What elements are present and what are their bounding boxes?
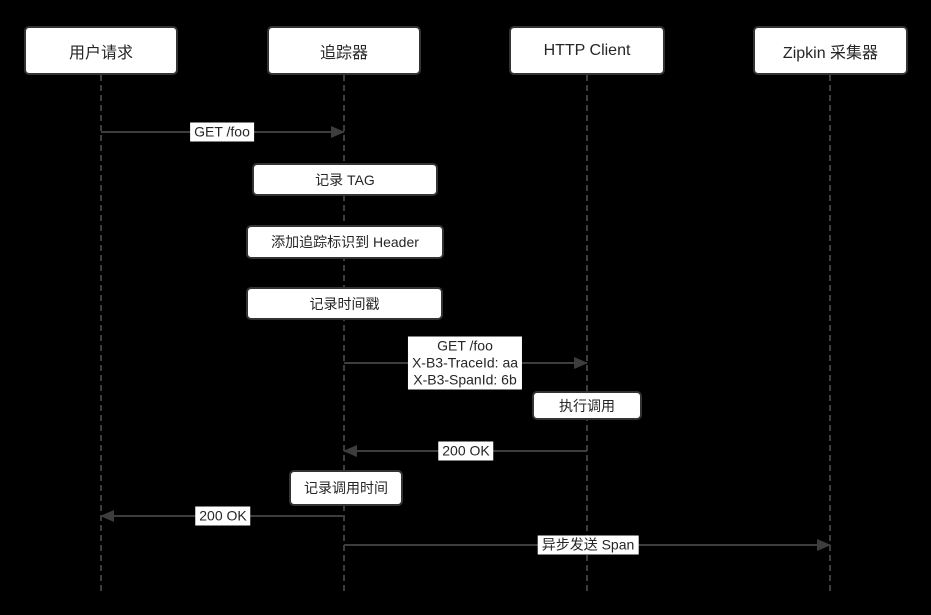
message-line-span-id: X-B3-SpanId: 6b bbox=[413, 371, 517, 388]
message-line-trace-id: X-B3-TraceId: aa bbox=[411, 354, 519, 371]
lifeline-tracer bbox=[343, 75, 345, 592]
actor-label-tracer: 追踪器 bbox=[319, 44, 368, 62]
message-line-get-foo: GET /foo bbox=[437, 337, 493, 354]
lifeline-http-client bbox=[586, 75, 588, 592]
action-box-add-trace-header: 添加追踪标识到 Header bbox=[246, 225, 444, 259]
arrowhead-right-icon bbox=[331, 126, 345, 138]
action-label-add-trace-header: 添加追踪标识到 Header bbox=[271, 234, 419, 250]
message-label-200-ok-user: 200 OK bbox=[195, 506, 251, 526]
actor-box-zipkin-collector: Zipkin 采集器 bbox=[753, 26, 908, 75]
arrowhead-right-icon bbox=[817, 539, 831, 551]
actor-box-http-client: HTTP Client bbox=[509, 26, 665, 75]
action-box-execute-call: 执行调用 bbox=[532, 391, 642, 420]
actor-label-http-client: HTTP Client bbox=[543, 41, 631, 59]
actor-label-zipkin-collector: Zipkin 采集器 bbox=[782, 44, 879, 62]
lifeline-zipkin-collector bbox=[829, 75, 831, 592]
action-label-record-call-time: 记录调用时间 bbox=[304, 480, 388, 496]
action-box-record-call-time: 记录调用时间 bbox=[289, 470, 403, 506]
actor-box-tracer: 追踪器 bbox=[267, 26, 421, 75]
action-label-record-timestamp: 记录时间戳 bbox=[309, 295, 380, 312]
message-label-get-foo-b3: GET /foo X-B3-TraceId: aa X-B3-SpanId: 6… bbox=[407, 336, 523, 390]
message-label-get-foo: GET /foo bbox=[190, 122, 254, 142]
arrowhead-left-icon bbox=[343, 445, 357, 457]
action-box-record-tag: 记录 TAG bbox=[252, 163, 438, 196]
action-label-execute-call: 执行调用 bbox=[559, 397, 615, 414]
actor-label-user-request: 用户请求 bbox=[68, 44, 133, 62]
message-label-async-send-span: 异步发送 Span bbox=[537, 535, 639, 555]
message-label-200-ok-client: 200 OK bbox=[438, 441, 494, 461]
arrowhead-right-icon bbox=[574, 357, 588, 369]
arrowhead-left-icon bbox=[100, 510, 114, 522]
action-box-record-timestamp: 记录时间戳 bbox=[246, 287, 443, 320]
actor-box-user-request: 用户请求 bbox=[24, 26, 178, 75]
action-label-record-tag: 记录 TAG bbox=[315, 171, 375, 188]
lifeline-user-request bbox=[100, 75, 102, 592]
